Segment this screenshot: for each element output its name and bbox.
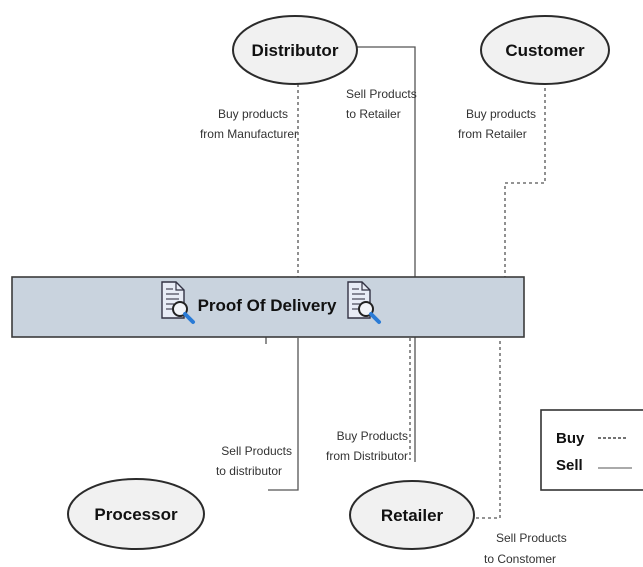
legend: Buy Sell	[540, 409, 643, 491]
label-line: to Retailer	[346, 107, 401, 121]
node-customer: Customer	[480, 15, 610, 85]
label-line: Sell Products	[496, 531, 567, 545]
node-processor-label: Processor	[94, 505, 178, 524]
label-line: from Retailer	[458, 127, 527, 141]
label-buy-from-manufacturer: Buy products from Manufacturer	[200, 107, 298, 141]
label-line: to distributor	[216, 464, 282, 478]
node-customer-label: Customer	[505, 41, 585, 60]
legend-sell-label: Sell	[556, 457, 583, 474]
label-line: Buy Products	[337, 429, 408, 443]
sell-retailer-to-customer-line	[470, 338, 501, 519]
node-distributor: Distributor	[232, 15, 358, 85]
node-distributor-label: Distributor	[252, 41, 339, 60]
label-line: Buy products	[466, 107, 536, 121]
buy-customer-line	[504, 82, 546, 278]
label-line: Sell Products	[346, 87, 417, 101]
node-retailer: Retailer	[349, 480, 475, 550]
bar-title: Proof Of Delivery	[198, 296, 337, 315]
label-line: Buy products	[218, 107, 288, 121]
label-buy-from-distributor: Buy Products from Distributor	[326, 429, 408, 463]
label-sell-to-retailer: Sell Products to Retailer	[346, 87, 417, 121]
label-line: from Manufacturer	[200, 127, 298, 141]
node-retailer-label: Retailer	[381, 506, 444, 525]
label-sell-to-customer: Sell Products to Constomer	[484, 531, 567, 566]
label-sell-to-distributor: Sell Products to distributor	[216, 444, 292, 478]
sell-processor-line	[268, 338, 299, 491]
label-line: to Constomer	[484, 552, 556, 566]
label-line: from Distributor	[326, 449, 408, 463]
label-buy-from-retailer: Buy products from Retailer	[458, 107, 536, 141]
label-line: Sell Products	[221, 444, 292, 458]
legend-buy-label: Buy	[556, 430, 585, 447]
proof-of-delivery-bar: Proof Of Delivery	[11, 276, 525, 338]
node-processor: Processor	[67, 478, 205, 550]
